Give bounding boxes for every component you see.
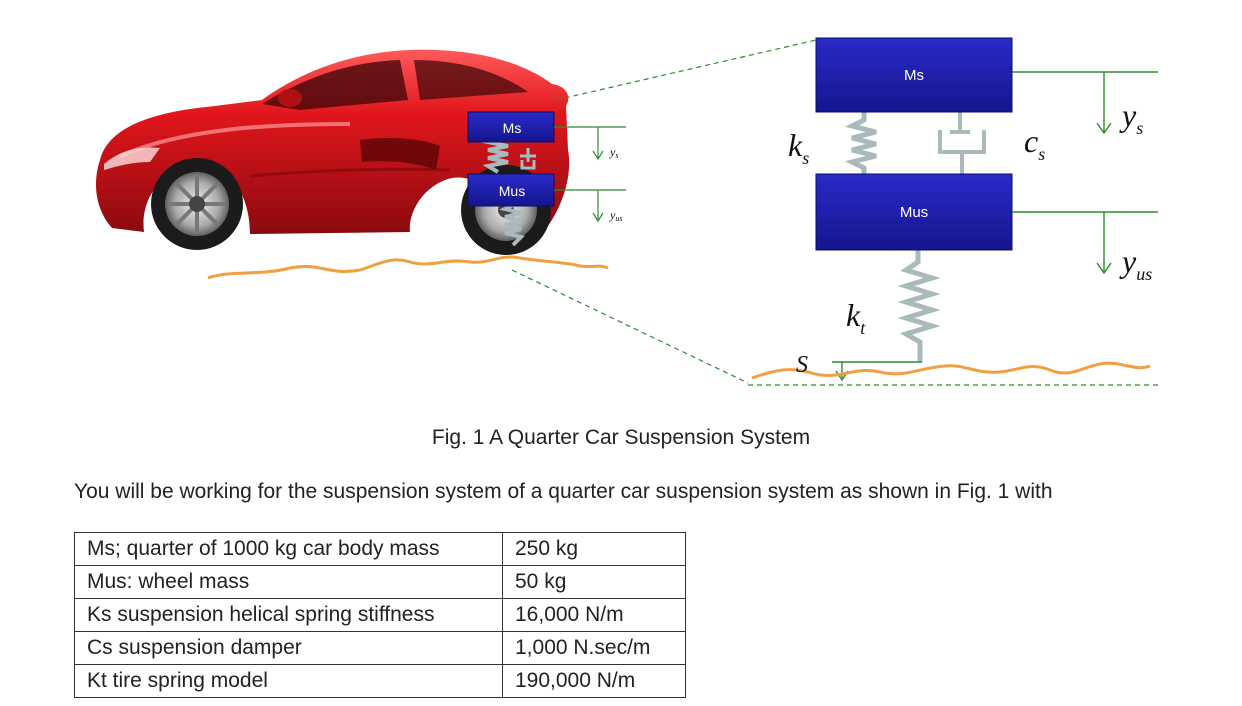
- small-unsprung-mass-label: Mus: [499, 183, 525, 199]
- param-value: 250 kg: [502, 532, 686, 566]
- big-sprung-mass-label: Ms: [904, 67, 924, 84]
- damper-label: cs: [1024, 123, 1045, 164]
- quarter-car-figure: Ms Mus ys yus Ms Mus: [96, 37, 1158, 386]
- big-displacement-guides: [832, 71, 1158, 382]
- road-under-car: [207, 255, 609, 280]
- table-row: Cs suspension damper 1,000 N.sec/m: [74, 631, 686, 665]
- figure-caption: Fig. 1 A Quarter Car Suspension System: [431, 426, 811, 449]
- intro-paragraph: You will be working for the suspension s…: [74, 480, 1053, 503]
- param-label: Kt tire spring model: [74, 664, 503, 698]
- param-value: 1,000 N.sec/m: [502, 631, 686, 665]
- small-sprung-mass-label: Ms: [503, 120, 522, 136]
- small-unsprung-disp-label: yus: [609, 208, 622, 223]
- tire-stiffness-label: kt: [846, 297, 866, 338]
- road-big: [751, 361, 1151, 380]
- table-row: Ms; quarter of 1000 kg car body mass 250…: [74, 532, 686, 566]
- table-row: Ks suspension helical spring stiffness 1…: [74, 598, 686, 632]
- sprung-disp-label: ys: [1119, 97, 1143, 138]
- param-label: Cs suspension damper: [74, 631, 503, 665]
- small-sprung-disp-label: ys: [609, 145, 618, 160]
- road-input-label: S: [796, 352, 808, 378]
- param-value: 50 kg: [502, 565, 686, 599]
- param-label: Ks suspension helical spring stiffness: [74, 598, 503, 632]
- table-row: Kt tire spring model 190,000 N/m: [74, 664, 686, 698]
- spring-stiffness-label: ks: [788, 127, 809, 168]
- big-unsprung-mass-label: Mus: [900, 204, 928, 221]
- small-displacement-guides: [554, 126, 626, 223]
- small-suspension-model: [467, 111, 555, 247]
- param-label: Ms; quarter of 1000 kg car body mass: [74, 532, 503, 566]
- param-value: 190,000 N/m: [502, 664, 686, 698]
- red-sports-car: [96, 49, 570, 255]
- parameter-table: Ms; quarter of 1000 kg car body mass 250…: [74, 532, 686, 698]
- big-suspension-model: [815, 37, 1013, 362]
- unsprung-disp-label: yus: [1119, 243, 1152, 284]
- zoom-lines: [511, 39, 1158, 386]
- param-value: 16,000 N/m: [502, 598, 686, 632]
- param-label: Mus: wheel mass: [74, 565, 503, 599]
- table-row: Mus: wheel mass 50 kg: [74, 565, 686, 599]
